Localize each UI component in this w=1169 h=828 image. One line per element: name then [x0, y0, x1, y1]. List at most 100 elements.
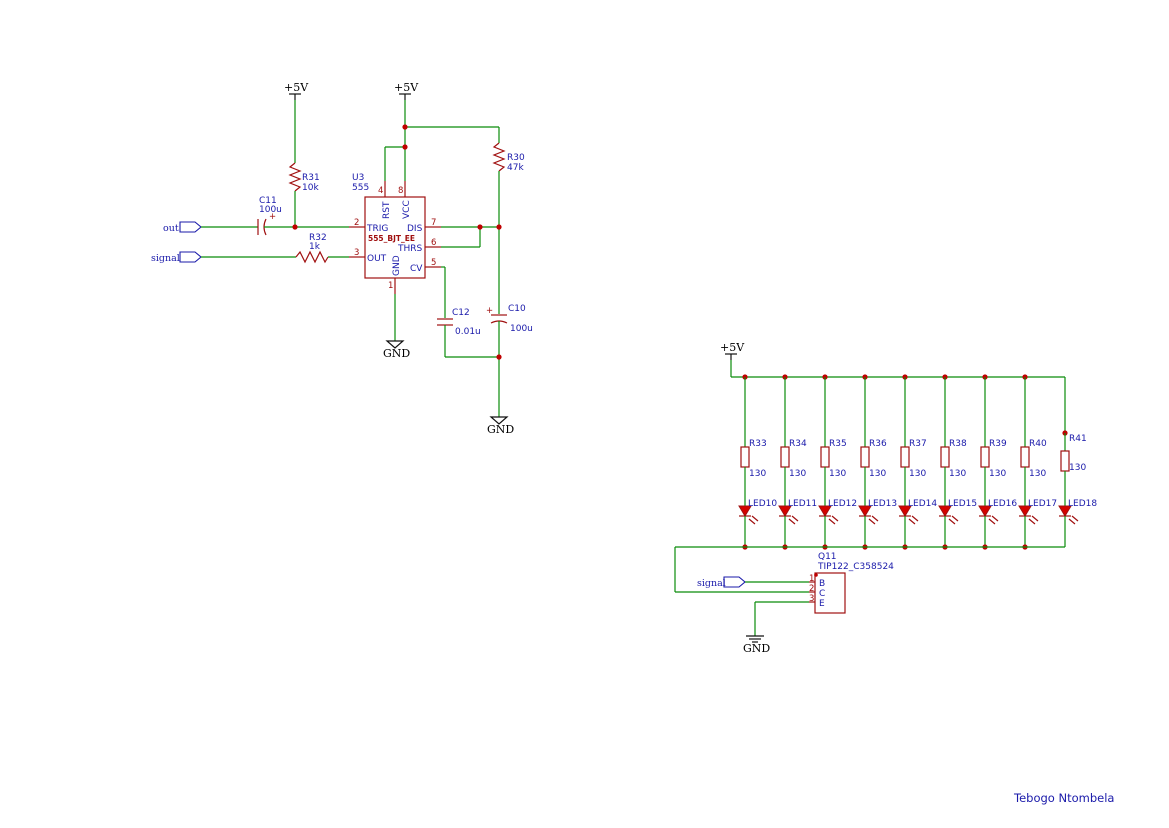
capacitor-c11: C11 100u +	[257, 196, 282, 236]
led-columns: R33130LED10R34130LED11R35130LED12R36130L…	[738, 374, 1097, 550]
junction	[292, 224, 298, 230]
resistor-ref: R34	[789, 439, 807, 449]
c11-value: 100u	[259, 205, 282, 215]
r31-value: 10k	[302, 183, 319, 193]
pin-name-rst: RST	[382, 201, 392, 219]
pin-name-out: OUT	[367, 254, 387, 264]
led-ref: LED12	[828, 499, 857, 509]
resistor-ref: R40	[1029, 439, 1047, 449]
resistor-ref: R35	[829, 439, 847, 449]
power-5v-u3: +5V	[394, 81, 419, 100]
led-body	[978, 505, 992, 517]
pin-num-5: 5	[431, 258, 436, 268]
resistor-value: 130	[869, 469, 886, 479]
resistor-value: 130	[949, 469, 966, 479]
pin-name-vcc: VCC	[402, 200, 412, 219]
pin-num-2: 2	[354, 218, 359, 228]
ground-q11: GND	[743, 635, 770, 655]
resistor-value: 130	[989, 469, 1006, 479]
ground-c10: GND	[487, 416, 514, 436]
led-ref: LED14	[908, 499, 937, 509]
pin-num-6: 6	[431, 238, 436, 248]
r32-value: 1k	[309, 242, 321, 252]
led-body	[1018, 505, 1032, 517]
pin-name-dis: DIS	[407, 224, 423, 234]
pin-num-1: 1	[388, 281, 393, 291]
q11-pin-e: E	[819, 599, 825, 609]
capacitor-c10: + C10 100u	[486, 304, 533, 334]
junction	[402, 144, 408, 150]
q11-pin-num-3: 3	[809, 594, 814, 604]
r32-ref: R32	[309, 233, 327, 243]
resistor-body	[900, 446, 910, 468]
junction	[496, 354, 502, 360]
c12-ref: C12	[452, 308, 470, 318]
r31-ref: R31	[302, 173, 320, 183]
net-label-signal[interactable]: signal	[151, 251, 202, 264]
pin-num-8: 8	[398, 186, 403, 196]
led-ref: LED17	[1028, 499, 1057, 509]
c10-value: 100u	[510, 324, 533, 334]
resistor-value: 130	[789, 469, 806, 479]
resistor-body	[780, 446, 790, 468]
resistor-value: 130	[909, 469, 926, 479]
q11-pin-b: B	[819, 579, 825, 589]
resistor-body	[1020, 446, 1030, 468]
pin1-marker	[814, 573, 818, 577]
power-5v-led: +5V	[720, 341, 745, 360]
net-signal-text: signal	[697, 578, 726, 589]
resistor-body	[860, 446, 870, 468]
q11-pin-num-2: 2	[809, 584, 814, 594]
led-body	[1058, 505, 1072, 517]
c12-value: 0.01u	[455, 327, 481, 337]
r30-ref: R30	[507, 153, 525, 163]
capacitor-c12: C12 0.01u	[437, 308, 481, 337]
c10-ref: C10	[508, 304, 526, 314]
gnd-label: GND	[487, 423, 514, 436]
net-label-signal-2[interactable]: signal	[697, 576, 746, 589]
led-ref: LED16	[988, 499, 1017, 509]
resistor-ref: R37	[909, 439, 927, 449]
pin-name-trig: TRIG	[366, 224, 388, 234]
resistor-value: 130	[1029, 469, 1046, 479]
pin-name-cv: CV	[410, 264, 423, 274]
u3-part: 555_BJT_EE	[368, 234, 415, 243]
q11-ref: Q11	[818, 552, 837, 562]
resistor-body	[980, 446, 990, 468]
pin-name-thrs: THRS	[397, 244, 423, 254]
led-ref: LED10	[748, 499, 777, 509]
led-body	[858, 505, 872, 517]
author-name: Tebogo Ntombela	[1013, 791, 1114, 805]
resistor-body	[940, 446, 950, 468]
led-ref: LED15	[948, 499, 977, 509]
c10-plus: +	[486, 306, 493, 316]
led-body	[778, 505, 792, 517]
u3-ref: U3	[352, 173, 364, 183]
gnd-label: GND	[743, 642, 770, 655]
resistor-r31: R31 10k	[288, 162, 320, 193]
resistor-ref: R36	[869, 439, 887, 449]
led-ref: LED11	[788, 499, 817, 509]
pin-num-7: 7	[431, 218, 436, 228]
resistor-r30: R30 47k	[492, 142, 525, 173]
q11-pin-c: C	[819, 589, 825, 599]
power-label: +5V	[284, 81, 309, 94]
resistor-body	[740, 446, 750, 468]
led-body	[738, 505, 752, 517]
net-label-out[interactable]: out	[163, 221, 202, 234]
pin-num-4: 4	[378, 186, 383, 196]
resistor-value: 130	[1069, 463, 1086, 473]
power-label: +5V	[720, 341, 745, 354]
pin-name-gnd: GND	[392, 255, 402, 276]
power-5v-r31: +5V	[284, 81, 309, 100]
q11-pin-num-1: 1	[809, 574, 814, 584]
led-ref: LED13	[868, 499, 897, 509]
